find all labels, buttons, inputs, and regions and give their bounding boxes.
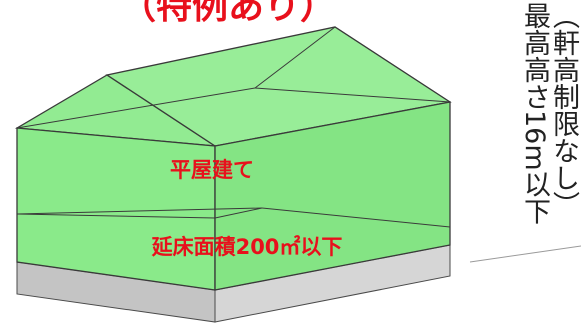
leader-line <box>469 245 581 263</box>
floor-divider-back <box>261 207 451 228</box>
back-gable-left <box>254 26 336 89</box>
heading-text: （特例あり） <box>120 0 336 27</box>
side-wall <box>214 101 451 291</box>
height-note-main: 最高高さ16m以下 <box>519 2 550 225</box>
floor-divider-side <box>214 207 263 219</box>
eave-back-right <box>254 87 451 103</box>
floor-divider-front <box>16 213 216 219</box>
front-wall <box>16 127 216 291</box>
floor-area-label: 延床面積200㎡以下 <box>151 235 343 259</box>
building-volume <box>14 26 452 291</box>
eave-back-edge <box>16 87 256 129</box>
height-note-sub: （軒高制限なし） <box>548 2 579 218</box>
floor-divider-back-left <box>16 207 263 215</box>
roof-label: 平屋建て <box>170 158 254 182</box>
back-gable-right <box>334 26 451 103</box>
interior-edges <box>16 26 451 228</box>
